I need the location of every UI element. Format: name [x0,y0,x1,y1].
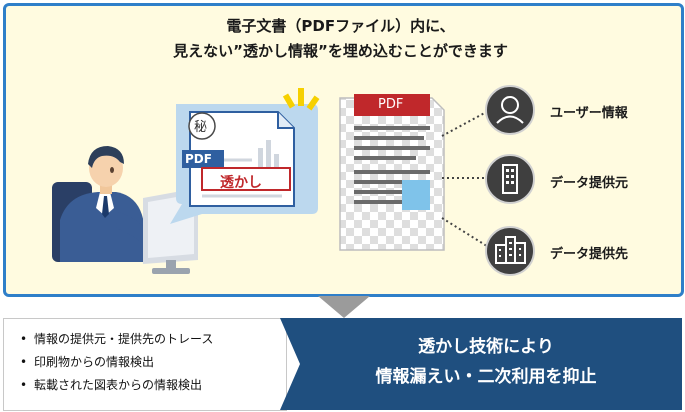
pdf-document-icon [339,94,445,251]
user-icon [485,85,535,135]
bullet-list-box: 情報の提供元・提供先のトレース 印刷物からの情報検出 転載された図表からの情報検… [3,318,287,411]
down-arrow-icon [318,296,370,318]
buildings-icon [485,226,535,276]
pdf-badge: PDF [378,97,404,112]
info-label-source: データ提供元 [550,176,629,191]
bullet-item: 印刷物からの情報検出 [20,351,286,374]
watermark-label: 透かし [220,175,262,191]
result-line1: 透かし技術により [418,337,554,357]
result-line2: 情報漏えい・二次利用を抑止 [375,367,597,387]
bullet-item: 転載された図表からの情報検出 [20,374,286,397]
spark-icon [282,88,320,111]
bubble-pdf-badge: PDF [185,152,212,166]
info-label-user: ユーザー情報 [550,106,628,121]
secret-mark: 秘 [194,120,208,135]
connector-lines [441,109,491,249]
result-text: 透かし技術により 情報漏えい・二次利用を抑止 [290,332,682,392]
bullet-item: 情報の提供元・提供先のトレース [20,328,286,351]
info-label-destination: データ提供先 [550,247,629,262]
headline: 電子文書（PDFファイル）内に、 見えない”透かし情報”を埋め込むことができます [0,14,681,64]
result-banner [280,318,682,410]
headline-line1: 電子文書（PDFファイル）内に、 [226,17,455,35]
speech-bubble [170,104,318,224]
headline-line2: 見えない”透かし情報”を埋め込むことができます [173,42,508,60]
building-icon [485,154,535,204]
